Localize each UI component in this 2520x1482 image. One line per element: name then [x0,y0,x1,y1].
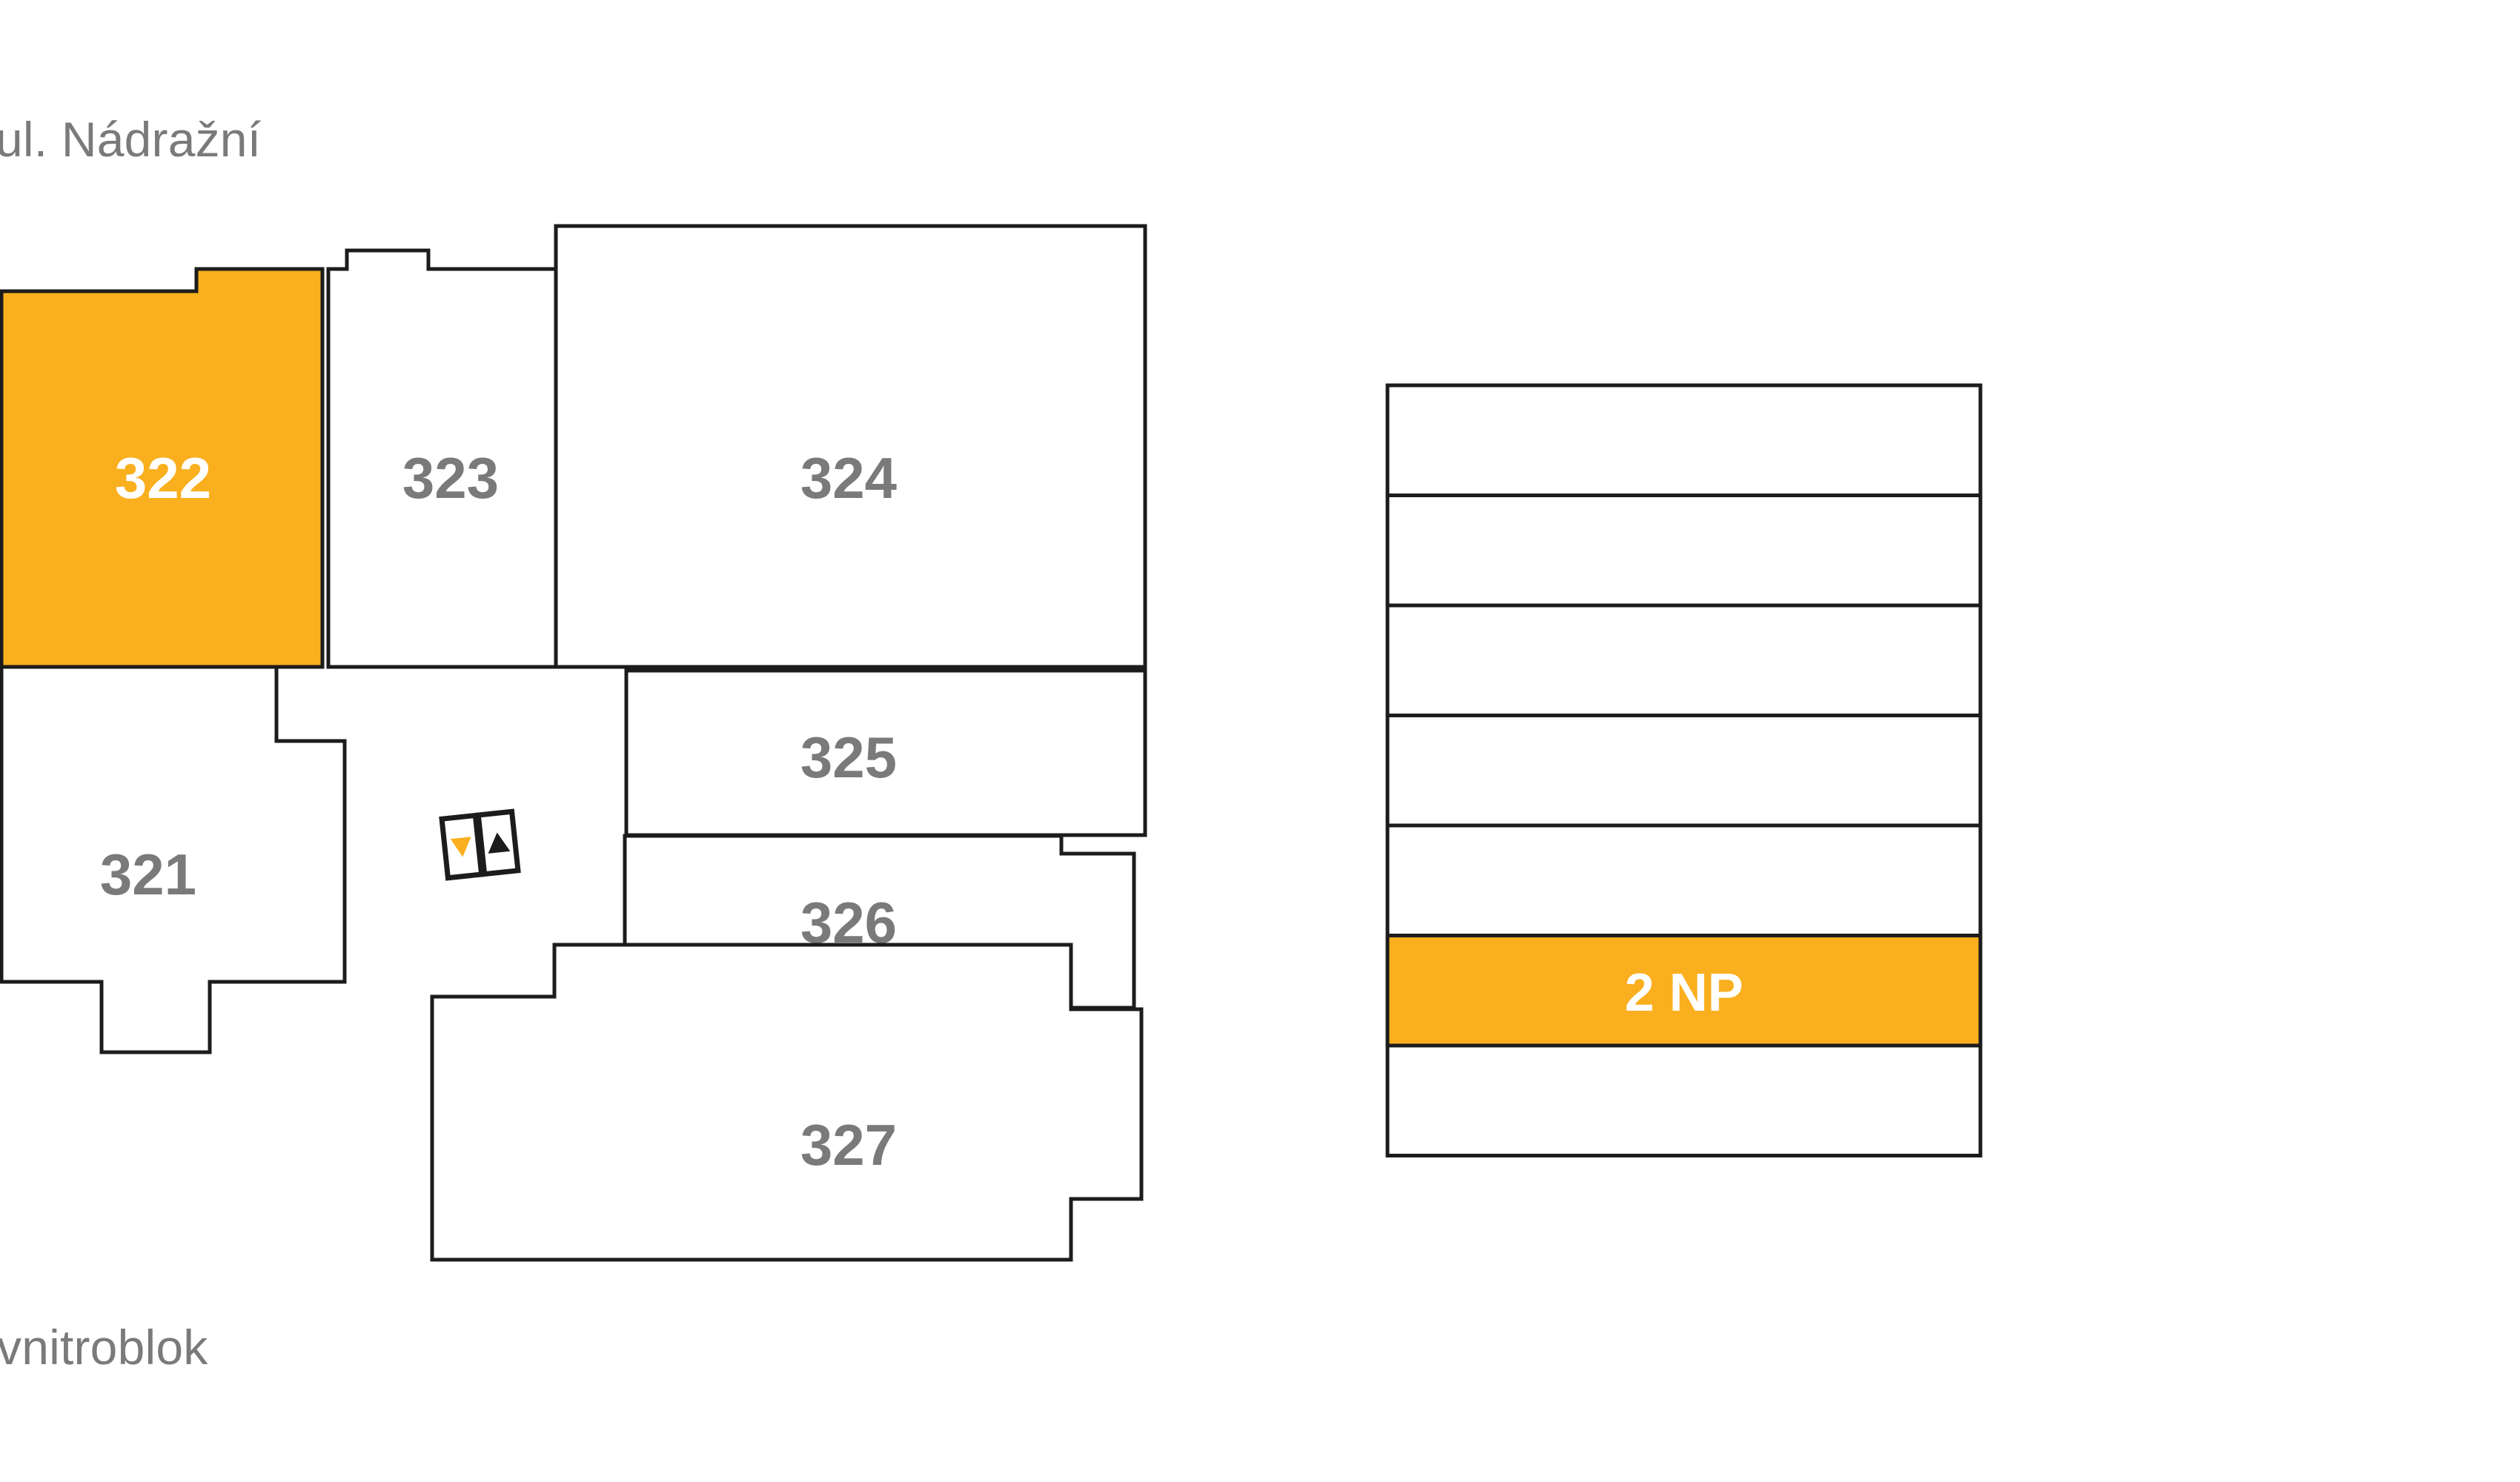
floor-row-blank-3[interactable] [1385,714,1983,828]
floor-row-blank-1[interactable] [1385,494,1983,608]
street-label-top: ul. Nádražní [0,112,262,167]
unit-shape-324[interactable] [556,226,1145,667]
floor-rect[interactable] [1385,714,1983,828]
unit-322[interactable]: 322 [1,269,322,667]
floor-rect[interactable] [1385,603,1983,717]
floor-label: 2 NP [1625,963,1743,1023]
street-label-bottom: vnitroblok [0,1320,208,1375]
unit-shape-323[interactable] [328,250,556,667]
triangle-up-icon [488,832,511,854]
unit-325[interactable]: 325 [626,671,1145,835]
unit-shape-322[interactable] [1,269,322,667]
unit-shape-327[interactable] [432,945,1141,1260]
floor-rect[interactable] [1385,1043,1983,1157]
unit-321[interactable]: 321 [1,667,345,1052]
unit-label-327: 327 [800,1112,897,1177]
floor-row-blank-6[interactable] [1385,1043,1983,1157]
floor-rect[interactable] [1385,383,1983,497]
unit-label-322: 322 [115,445,211,511]
unit-323[interactable]: 323 [328,250,556,667]
floor-rect[interactable] [1385,494,1983,608]
floor-rect[interactable] [1385,823,1983,937]
unit-324[interactable]: 324 [556,226,1145,667]
unit-327[interactable]: 327 [432,945,1141,1260]
unit-label-325: 325 [800,725,897,790]
unit-label-323: 323 [402,445,499,511]
floor-row-blank-2[interactable] [1385,603,1983,717]
floor-row-blank-4[interactable] [1385,823,1983,937]
unit-shape-321[interactable] [1,667,345,1052]
triangle-down-icon [450,837,471,857]
unit-label-324: 324 [800,445,897,511]
elevator-stairs-icon [439,808,521,881]
floor-row-2-NP[interactable]: 2 NP [1385,934,1983,1048]
unit-label-321: 321 [100,842,196,907]
floor-selector-group: 2 NP [1385,383,1983,1157]
floor-rect[interactable] [1385,934,1983,1048]
unit-shape-325[interactable] [626,671,1145,835]
floor-row-blank-0[interactable] [1385,383,1983,497]
